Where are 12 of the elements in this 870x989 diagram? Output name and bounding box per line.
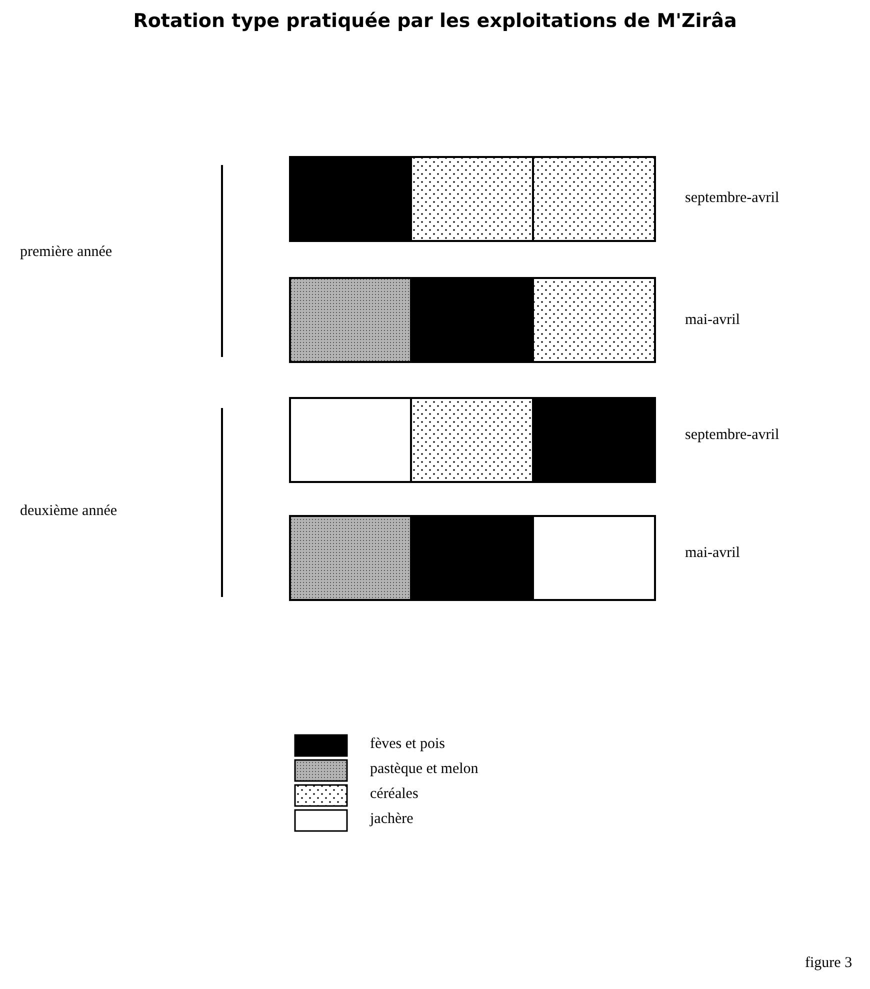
diagram-title: Rotation type pratiquée par les exploitations de M'Zirâa (132, 10, 738, 32)
legend-label: fèves et pois (370, 736, 445, 753)
legend-label: jachère (370, 811, 414, 828)
legend-label: céréales (370, 786, 418, 803)
year-label: première année (20, 244, 112, 261)
period-label: septembre-avril (685, 427, 780, 444)
legend-label: pastèque et melon (370, 761, 478, 778)
period-label: septembre-avril (685, 190, 780, 207)
figure-number: figure 3 (805, 955, 852, 972)
period-label: mai-avril (685, 312, 740, 329)
year-label: deuxième année (20, 503, 118, 520)
period-label: mai-avril (685, 545, 740, 562)
